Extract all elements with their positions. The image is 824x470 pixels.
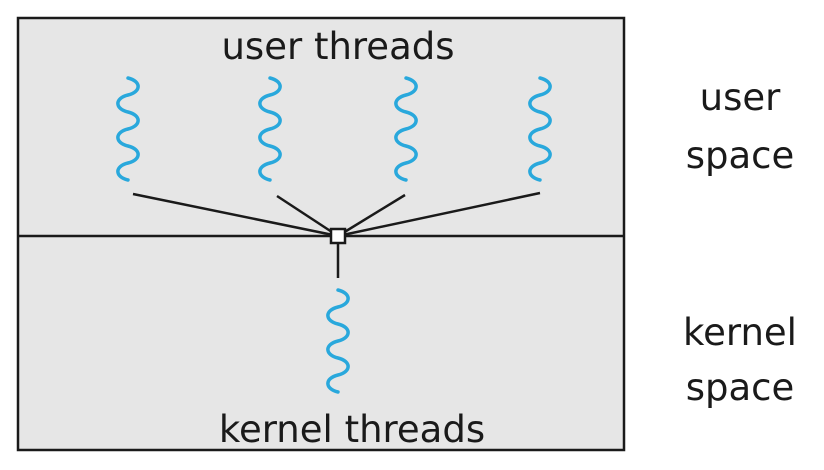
connector-line-1 bbox=[132, 192, 339, 238]
connector-line-2 bbox=[276, 194, 339, 238]
kernel-threads-group bbox=[326, 288, 350, 394]
kernel-space-region bbox=[18, 236, 624, 450]
user-threads-group bbox=[116, 76, 552, 182]
user-threads-label: user threads bbox=[221, 25, 454, 68]
connector-line-4 bbox=[337, 191, 541, 238]
kernel-space-label-line1: kernel bbox=[683, 311, 797, 354]
user-thread-icon bbox=[528, 76, 552, 182]
user-space-label-line1: user bbox=[700, 76, 781, 119]
user-thread-icon bbox=[116, 76, 140, 182]
kernel-threads-label: kernel threads bbox=[219, 408, 485, 451]
user-thread-icon bbox=[258, 76, 282, 182]
thread-mapping-node bbox=[329, 227, 347, 245]
user-space-label-line2: space bbox=[686, 134, 795, 177]
diagram-border bbox=[16, 16, 626, 452]
kernel-thread-icon bbox=[326, 288, 350, 394]
kernel-space-label-line2: space bbox=[686, 366, 795, 409]
connector-line-3 bbox=[337, 193, 406, 238]
user-thread-icon bbox=[394, 76, 418, 182]
user-space-region bbox=[18, 18, 624, 236]
